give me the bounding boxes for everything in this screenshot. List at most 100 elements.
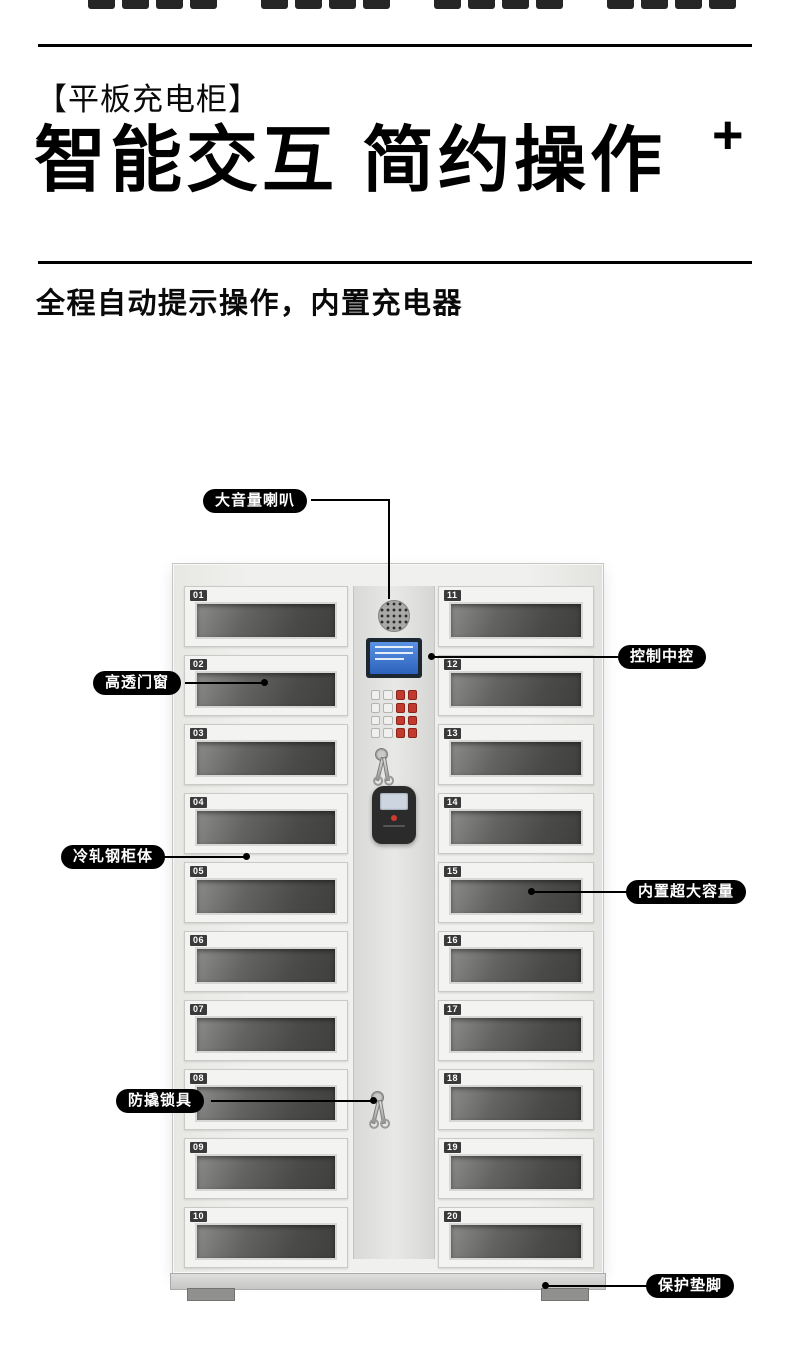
key-icon <box>381 756 391 782</box>
door-glass-window <box>195 1016 337 1053</box>
door-number: 13 <box>444 728 462 739</box>
keypad-key <box>371 702 381 713</box>
door-number: 10 <box>190 1211 208 1222</box>
door-number: 04 <box>190 797 208 808</box>
card-reader-led <box>391 815 397 821</box>
door-number: 12 <box>444 659 462 670</box>
callout-dot <box>528 888 535 895</box>
door-glass-window <box>449 1154 583 1191</box>
door-glass-window <box>449 947 583 984</box>
cropped-word <box>88 0 217 9</box>
callout-dot <box>542 1282 549 1289</box>
door-number: 15 <box>444 866 462 877</box>
door-number: 06 <box>190 935 208 946</box>
callout-line <box>311 499 389 501</box>
keypad-key <box>407 715 417 726</box>
callout-dot <box>370 1097 377 1104</box>
door-glass-window <box>195 671 337 708</box>
cropped-banner-text <box>88 0 736 9</box>
keypad-key <box>383 702 393 713</box>
cabinet-foot-left <box>187 1288 235 1301</box>
locker-door: 02 <box>184 655 348 716</box>
keypad-key <box>371 728 381 738</box>
callout-dot <box>261 679 268 686</box>
door-number: 17 <box>444 1004 462 1015</box>
door-number: 19 <box>444 1142 462 1153</box>
lcd-display <box>366 638 422 678</box>
door-glass-window <box>195 602 337 639</box>
keypad-key <box>395 702 405 713</box>
keypad-key <box>407 690 417 700</box>
callout-line <box>211 1100 375 1102</box>
locker-door: 16 <box>438 931 594 992</box>
locker-door: 19 <box>438 1138 594 1199</box>
keypad-key <box>371 715 381 726</box>
keypad-key <box>383 690 393 700</box>
callout-speaker: 大音量喇叭 <box>203 489 308 513</box>
card-reader-slot <box>383 825 405 827</box>
plus-mark: + <box>712 105 744 165</box>
door-number: 16 <box>444 935 462 946</box>
door-number: 18 <box>444 1073 462 1084</box>
locker-door: 13 <box>438 724 594 785</box>
locker-door: 07 <box>184 1000 348 1061</box>
locker-door: 03 <box>184 724 348 785</box>
divider-top <box>38 44 752 47</box>
door-glass-window <box>449 1223 583 1260</box>
keypad-key <box>395 728 405 738</box>
keypad-key <box>395 715 405 726</box>
keypad-key <box>383 715 393 726</box>
door-number: 02 <box>190 659 208 670</box>
locker-door: 08 <box>184 1069 348 1130</box>
locker-door: 09 <box>184 1138 348 1199</box>
keypad-key <box>407 702 417 713</box>
locker-door: 04 <box>184 793 348 854</box>
key-lock-upper <box>375 748 395 788</box>
control-column <box>353 586 435 1259</box>
locker-door: 01 <box>184 586 348 647</box>
cropped-word <box>434 0 563 9</box>
door-glass-window <box>449 878 583 915</box>
door-number: 01 <box>190 590 208 601</box>
door-glass-window <box>449 602 583 639</box>
cropped-word <box>261 0 390 9</box>
door-glass-window <box>449 1085 583 1122</box>
callout-line <box>163 856 247 858</box>
locker-door: 11 <box>438 586 594 647</box>
callout-steel-body: 冷轧钢柜体 <box>61 845 166 869</box>
door-glass-window <box>195 1085 337 1122</box>
key-icon <box>377 1099 387 1125</box>
door-number: 03 <box>190 728 208 739</box>
locker-door: 20 <box>438 1207 594 1268</box>
door-number: 08 <box>190 1073 208 1084</box>
callout-protective-feet: 保护垫脚 <box>646 1274 735 1298</box>
locker-door: 06 <box>184 931 348 992</box>
callout-line <box>533 891 627 893</box>
callout-line <box>388 499 390 599</box>
category-title: 【平板充电柜】 <box>36 82 260 117</box>
keypad-key <box>395 690 405 700</box>
page-title: 智能交互 简约操作 <box>34 121 667 201</box>
cabinet-base <box>170 1273 606 1290</box>
callout-line <box>433 656 619 658</box>
callout-line <box>548 1285 647 1287</box>
door-glass-window <box>195 1223 337 1260</box>
callout-dot <box>243 853 250 860</box>
door-number: 11 <box>444 590 461 601</box>
locker-door: 10 <box>184 1207 348 1268</box>
door-number: 05 <box>190 866 208 877</box>
card-reader <box>372 786 416 844</box>
card-reader-screen <box>380 793 408 810</box>
left-door-column: 01 02 03 04 05 06 07 08 09 10 <box>184 586 348 1276</box>
door-glass-window <box>195 740 337 777</box>
door-number: 07 <box>190 1004 208 1015</box>
door-glass-window <box>449 809 583 846</box>
door-glass-window <box>195 1154 337 1191</box>
locker-door: 12 <box>438 655 594 716</box>
keypad-key <box>371 690 381 700</box>
door-number: 09 <box>190 1142 208 1153</box>
door-glass-window <box>195 809 337 846</box>
door-glass-window <box>195 947 337 984</box>
